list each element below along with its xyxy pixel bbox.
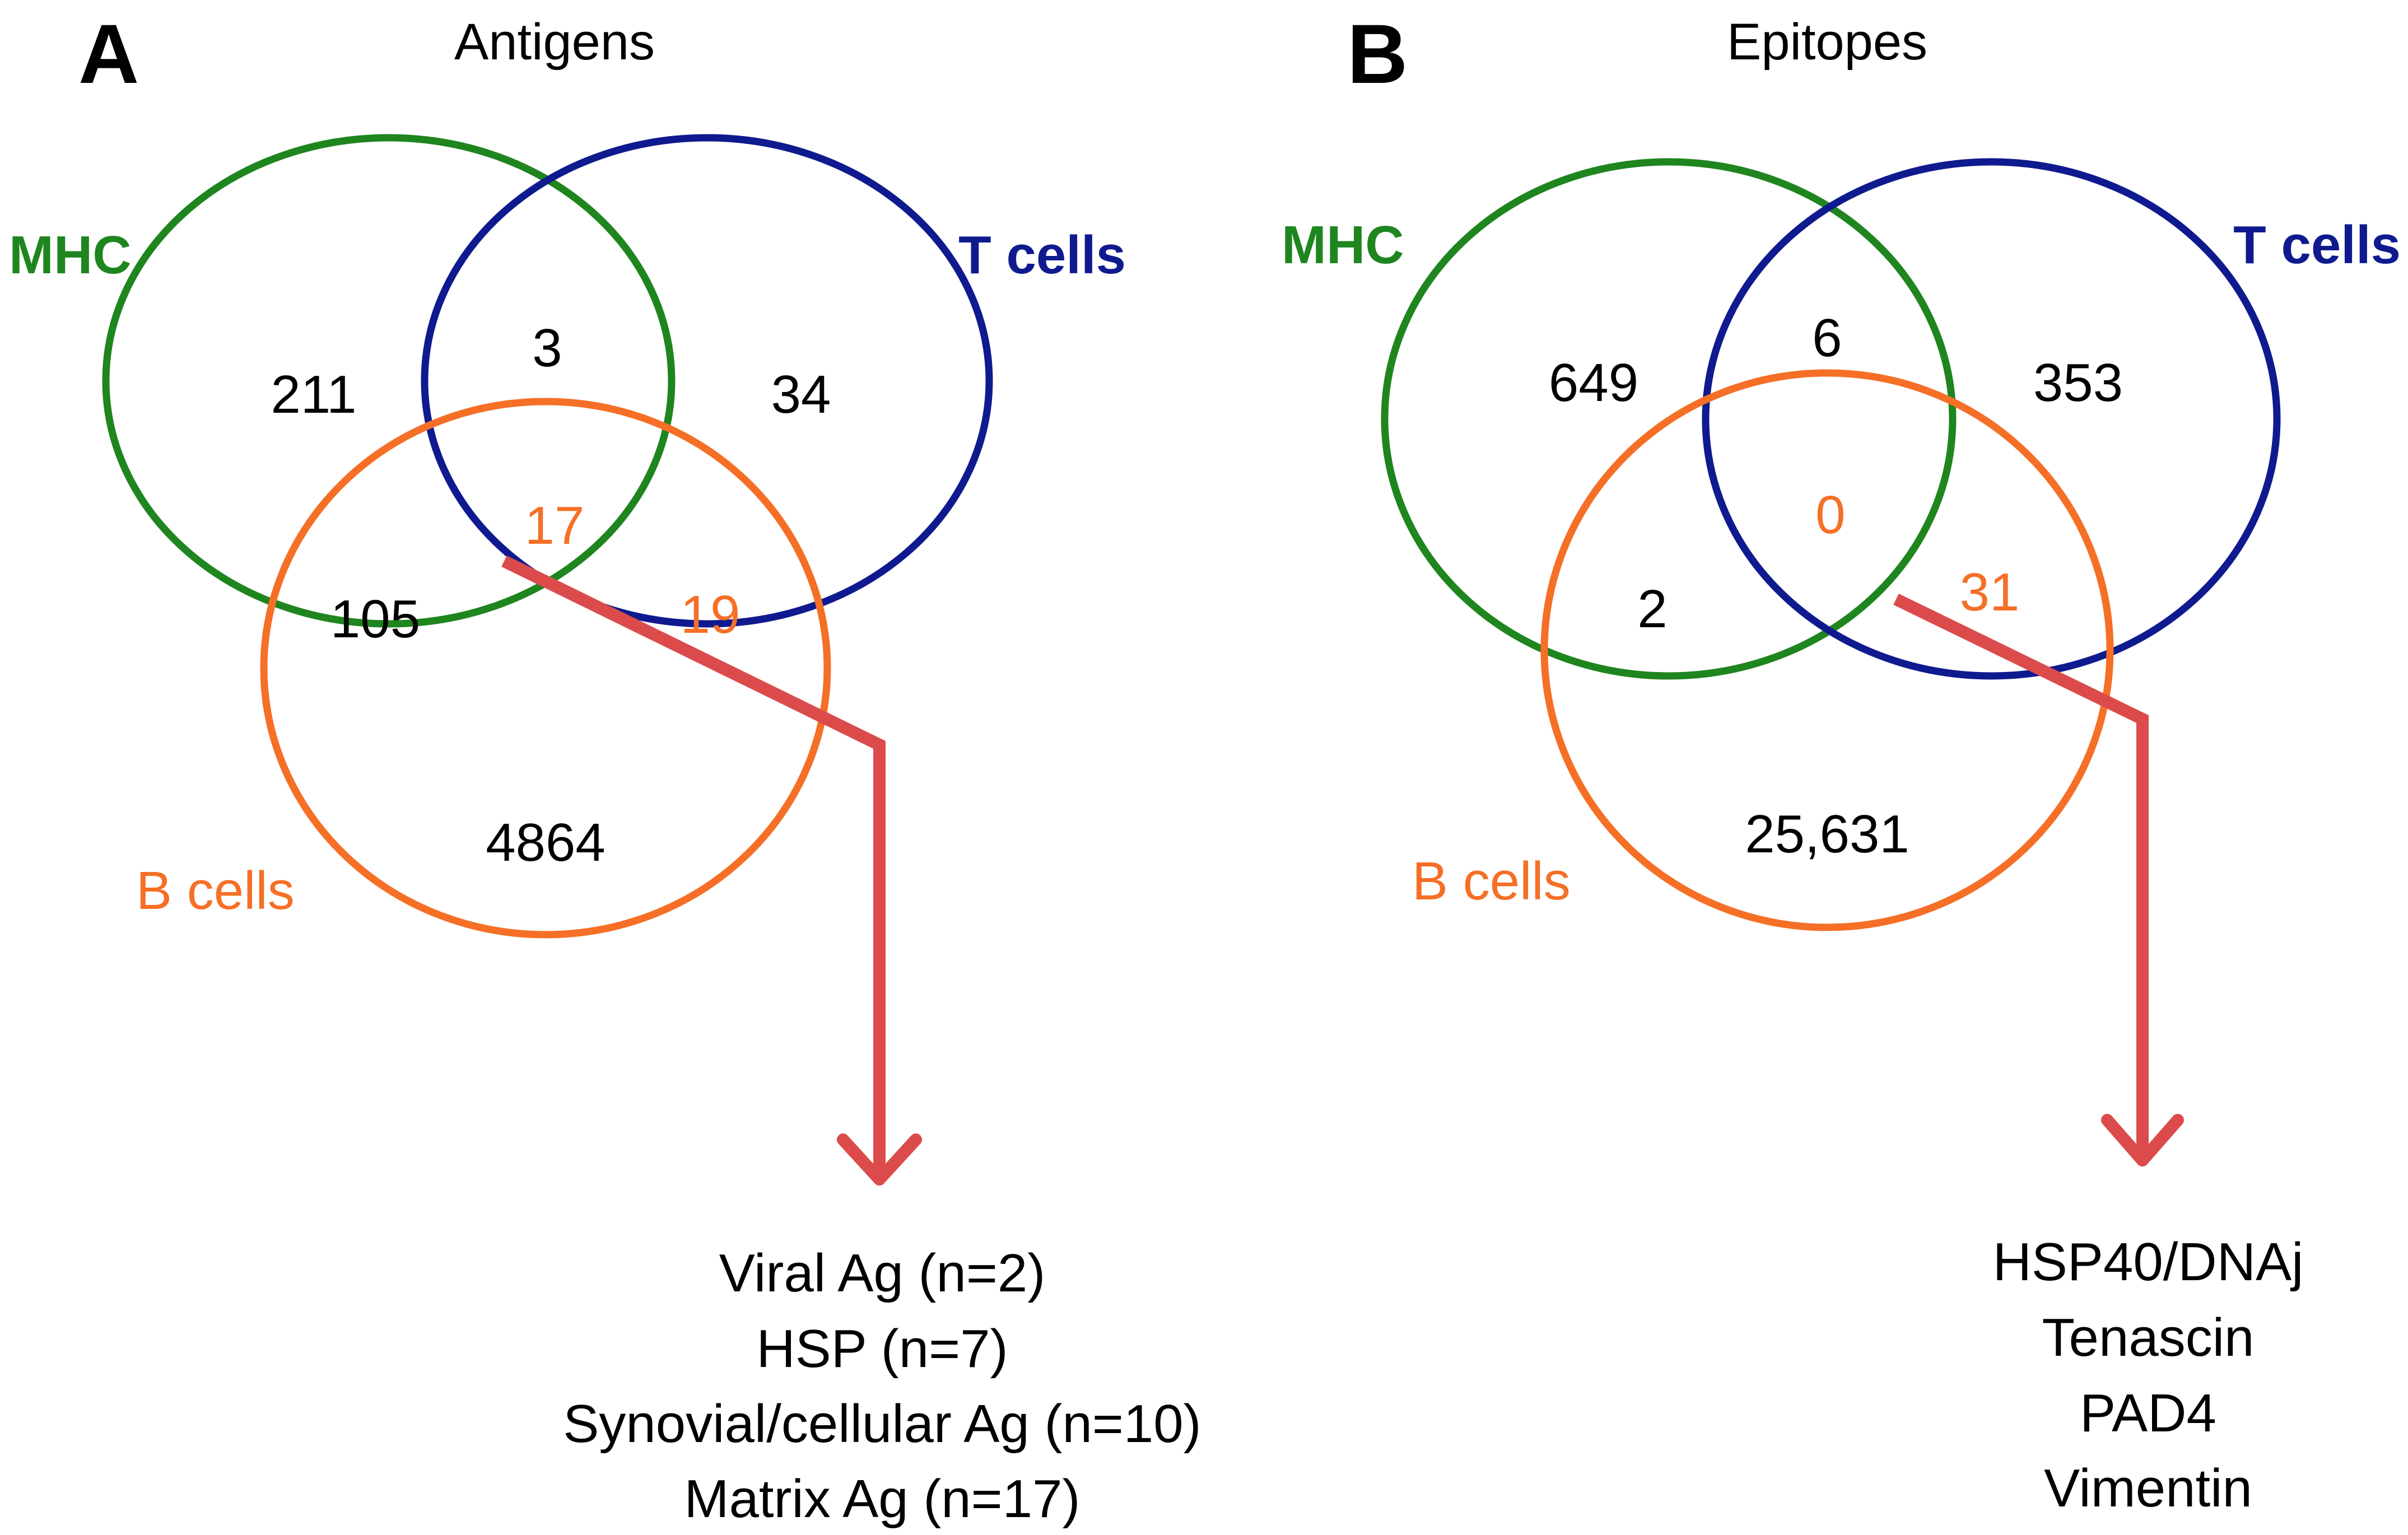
panel-a-region-mhc-only: 211 bbox=[271, 365, 356, 424]
panel-b-region-t-b: 31 bbox=[1960, 562, 2020, 622]
panel-b-tcells-label: T cells bbox=[2233, 215, 2401, 275]
panel-a-list-item-2: HSP (n=7) bbox=[756, 1319, 1008, 1379]
panel-b-region-mhc-b: 2 bbox=[1637, 579, 1667, 639]
panel-b-list-item-1: HSP40/DNAj bbox=[1993, 1232, 2304, 1292]
panel-a-mhc-circle bbox=[102, 134, 676, 628]
panel-b-region-all-three: 0 bbox=[1815, 485, 1845, 545]
panel-b-arrow bbox=[1893, 594, 2184, 1167]
panel-a-letter: A bbox=[78, 7, 139, 101]
panel-a-tcells-label: T cells bbox=[958, 225, 1126, 285]
panel-b-bcells-circle bbox=[1540, 369, 2114, 931]
panel-a-region-t-only: 34 bbox=[771, 365, 831, 424]
panel-b-letter: B bbox=[1347, 7, 1408, 101]
panel-a-region-all-three: 17 bbox=[525, 496, 585, 556]
panel-b-region-b-only: 25,631 bbox=[1745, 804, 1909, 864]
panel-a-bcells-circle bbox=[260, 398, 831, 939]
panel-b: B Epitopes MHC T cells B cells 649 6 353… bbox=[1282, 7, 2401, 1518]
panel-a-region-b-only: 4864 bbox=[486, 813, 606, 873]
panel-b-tcells-circle bbox=[1702, 158, 2281, 680]
panel-b-region-mhc-only: 649 bbox=[1549, 353, 1638, 413]
panel-b-region-mhc-t: 6 bbox=[1812, 308, 1842, 368]
panel-a-region-mhc-b: 105 bbox=[330, 589, 420, 649]
panel-a-bcells-label: B cells bbox=[136, 861, 295, 921]
panel-a-list-item-4: Matrix Ag (n=17) bbox=[684, 1469, 1080, 1529]
panel-b-list-item-4: Vimentin bbox=[2044, 1458, 2252, 1518]
panel-a-mhc-label: MHC bbox=[9, 225, 132, 285]
panel-b-list-item-3: PAD4 bbox=[2080, 1383, 2216, 1443]
panel-a-region-mhc-t: 3 bbox=[532, 318, 562, 378]
panel-a-title: Antigens bbox=[454, 13, 655, 71]
panel-b-list-item-2: Tenascin bbox=[2042, 1308, 2255, 1368]
panel-a-arrow bbox=[501, 556, 922, 1186]
panel-b-mhc-label: MHC bbox=[1282, 215, 1404, 275]
panel-a-region-t-b: 19 bbox=[681, 585, 740, 645]
panel-b-region-t-only: 353 bbox=[2033, 353, 2123, 413]
panel-a-tcells-circle bbox=[421, 134, 993, 628]
panel-b-title: Epitopes bbox=[1727, 13, 1927, 71]
panel-a-list-item-3: Synovial/cellular Ag (n=10) bbox=[563, 1394, 1201, 1454]
panel-b-bcells-label: B cells bbox=[1412, 851, 1571, 911]
panel-a: A Antigens MHC T cells B cells 211 3 34 … bbox=[9, 7, 1201, 1529]
panel-b-mhc-circle bbox=[1381, 158, 1957, 680]
panel-a-list-item-1: Viral Ag (n=2) bbox=[719, 1243, 1046, 1303]
